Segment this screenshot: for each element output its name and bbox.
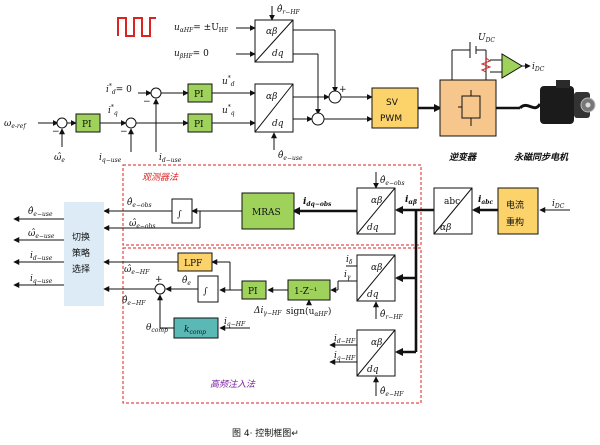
label-u-alpha-hf: uαHF= ±UHF — [174, 23, 228, 34]
hf-pi-label: PI — [248, 287, 258, 297]
label-omega-e-hf: ω̂e−HF — [124, 264, 150, 276]
label-id-use: id−use — [159, 153, 182, 164]
label-i-dq-obs: idq−obs — [303, 197, 332, 208]
label-omega-out: ω̂e−use — [28, 228, 55, 240]
label-iq-use: iq−use — [99, 153, 122, 164]
speed-pi-label: PI — [82, 120, 92, 130]
park-top-label: αβ — [371, 263, 382, 273]
observer-integrator-block — [171, 198, 193, 224]
integrator-symbol: ∫ — [177, 210, 182, 220]
inverter-block — [439, 79, 497, 137]
label-theta-r-hf-2: θ̂r−HF — [380, 309, 404, 321]
label-theta-out: θ̂e−use — [28, 206, 53, 218]
kcomp-label: kcomp — [184, 325, 206, 336]
integrator-symbol: ∫ — [203, 287, 208, 297]
sv-pwm-line2: PWM — [380, 114, 402, 124]
sv-pwm-line1: SV — [386, 98, 399, 108]
observer-method-region — [122, 164, 422, 246]
theta-comp-sum — [154, 283, 166, 295]
label-udc: UDC — [478, 33, 495, 44]
label-iq-ref: i*q — [108, 104, 118, 117]
current-recon-line2: 重构 — [506, 216, 524, 228]
pmsm-label: 永磁同步电机 — [514, 152, 569, 163]
figure-caption: 图 4· 控制框图↵ — [232, 427, 299, 439]
lpf-label: LPF — [184, 259, 202, 269]
park-top-label: αβ — [371, 338, 382, 348]
label-theta-e-use: θ̂e−use — [278, 150, 303, 162]
hf-injection-region — [122, 247, 422, 404]
label-id-hf-out: id−HF — [334, 334, 356, 345]
park-bottom-label: dq — [367, 223, 379, 233]
label-ud-ref: u*d — [222, 75, 235, 88]
clarke-top-label: abc — [444, 197, 460, 207]
shunt-resistor-icon — [480, 57, 492, 73]
current-recon-line1: 电流 — [506, 199, 524, 211]
label-iq-hf-in: iq−HF — [224, 317, 246, 328]
label-theta-e-obs: θ̂e−obs — [380, 175, 405, 187]
label-i-abc: iabc — [478, 195, 494, 206]
label-uq-ref: u*q — [222, 104, 235, 117]
label-theta-e-hf: θ̂e — [182, 275, 191, 287]
d-pi-label: PI — [194, 90, 204, 100]
difference-label: 1-Z⁻¹ — [294, 287, 317, 297]
label-i-gamma: iγ — [344, 270, 351, 281]
q-pi-label: PI — [194, 120, 204, 130]
label-omega-e-obs: ω̂e−obs — [129, 218, 155, 230]
label-idc-input: iDC — [552, 199, 565, 210]
park-top-label: αβ — [371, 196, 382, 206]
label-theta-e-hf-2: θ̂e−HF — [380, 386, 404, 398]
mras-label: MRAS — [252, 208, 281, 218]
current-amplifier-icon — [501, 53, 523, 79]
hf-injection-label: 高频注入法 — [210, 379, 256, 390]
inverter-label: 逆变器 — [449, 152, 477, 163]
label-theta-comp: θcomp — [146, 323, 168, 334]
id-sum-junction — [150, 87, 162, 99]
label-omega-e-hat: ω̂e — [54, 152, 65, 164]
label-i-alphabeta: iαβ — [405, 195, 417, 206]
minus-sign: − — [120, 127, 128, 137]
label-theta-r-hf: θ̂r−HF — [277, 4, 301, 16]
minus-sign: − — [52, 127, 60, 137]
pmsm-motor-icon — [540, 80, 596, 124]
sv-pwm-block — [371, 87, 419, 129]
plus-sign: + — [155, 275, 163, 285]
current-reconstruction-block — [497, 187, 539, 235]
label-theta-e-obs-out: θ̂e−obs — [127, 197, 152, 209]
label-idc: iDC — [532, 62, 545, 73]
label-i-delta: iδ — [346, 255, 353, 266]
label-iq-out: iq−use — [30, 274, 53, 285]
beta-voltage-sum — [311, 112, 325, 126]
switch-strategy-block — [64, 202, 104, 306]
minus-sign: − — [143, 97, 151, 107]
park-top-label: αβ — [266, 92, 277, 102]
clarke-bottom-label: αβ — [440, 223, 451, 233]
plus-sign: + — [339, 85, 347, 95]
label-id-ref: i*d= 0 — [106, 83, 132, 96]
switch-line2: 策略 — [72, 247, 90, 259]
park-top-label: αβ — [266, 27, 277, 37]
park-bottom-label: dq — [367, 365, 379, 375]
park-bottom-label: dq — [272, 49, 284, 59]
label-delta-i-gamma: Δiγ−HF — [253, 306, 282, 317]
mras-block — [241, 192, 295, 230]
observer-method-label: 观测器法 — [142, 172, 179, 183]
label-theta-e-hf-out: θ̂e−HF — [122, 295, 146, 307]
label-id-out: id−use — [30, 251, 53, 262]
hf-integrator-block — [197, 275, 219, 303]
label-iq-hf-out: iq−HF — [334, 351, 356, 362]
switch-line1: 切换 — [72, 231, 90, 243]
park-bottom-label: dq — [367, 290, 379, 300]
park-bottom-label: dq — [272, 119, 284, 129]
label-u-beta-hf: uβHF= 0 — [174, 49, 209, 60]
label-omega-e-ref: ωe-ref — [4, 119, 27, 130]
switch-line3: 选择 — [72, 263, 90, 275]
square-wave-icon — [117, 17, 156, 37]
label-sign-u: sign(uαHF) — [286, 306, 331, 318]
